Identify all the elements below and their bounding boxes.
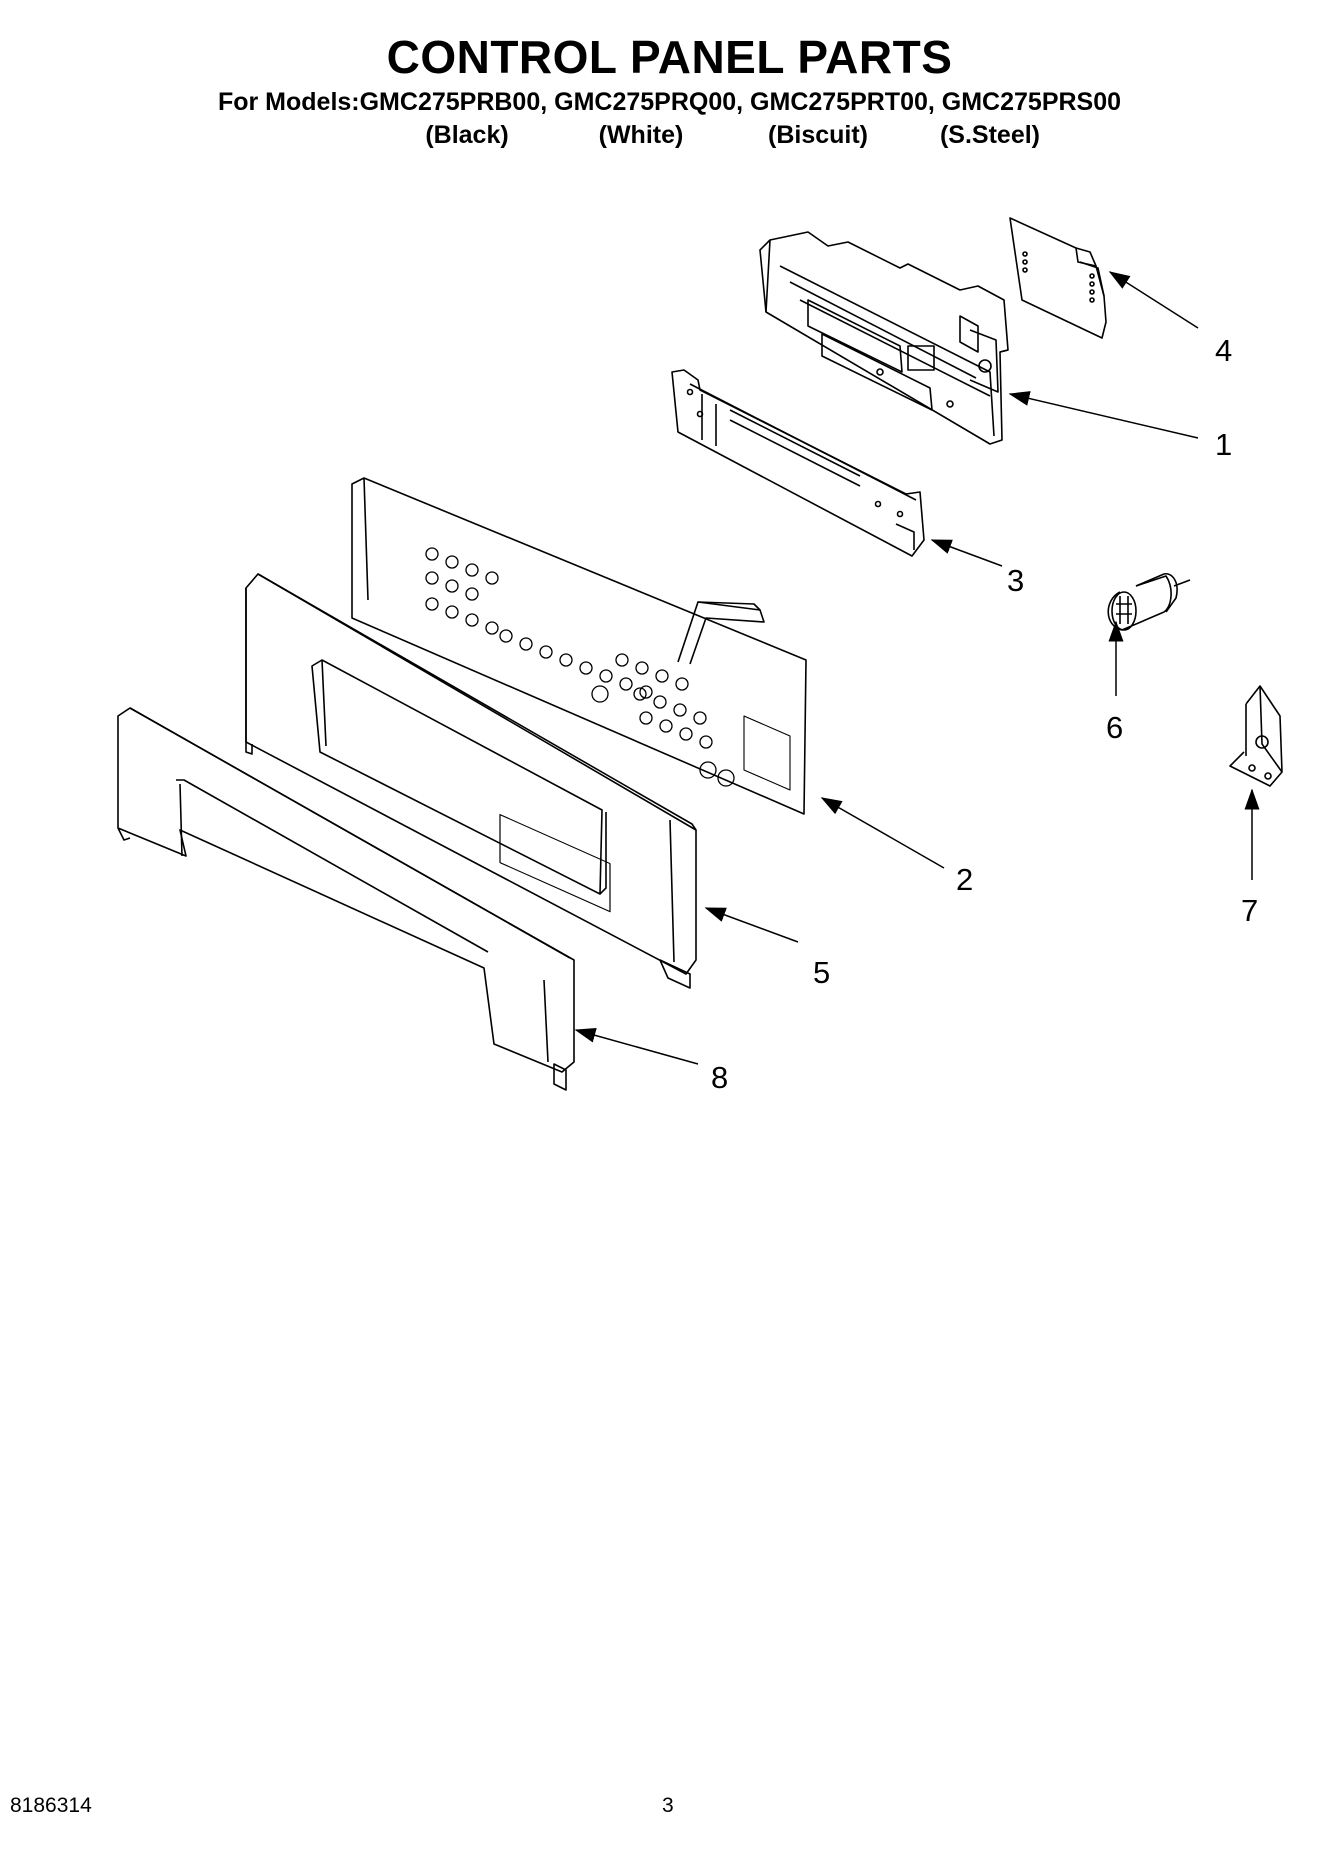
finish-biscuit: (Biscuit) bbox=[768, 121, 868, 149]
leader-lines bbox=[574, 271, 1260, 1065]
callout-6: 6 bbox=[1106, 710, 1124, 745]
part-8-lower-trim bbox=[117, 707, 575, 1091]
page-number: 3 bbox=[662, 1794, 674, 1817]
callout-3: 3 bbox=[1007, 563, 1025, 598]
document-number: 8186314 bbox=[10, 1794, 92, 1817]
callout-4: 4 bbox=[1215, 333, 1233, 368]
part-7-bracket bbox=[1229, 685, 1283, 787]
page-title: CONTROL PANEL PARTS bbox=[386, 31, 953, 83]
model-list: For Models:GMC275PRB00, GMC275PRQ00, GMC… bbox=[217, 88, 1122, 116]
callout-1: 1 bbox=[1215, 427, 1233, 462]
part-5-panel-trim bbox=[245, 573, 697, 989]
finish-ssteel: (S.Steel) bbox=[939, 121, 1041, 149]
callout-8: 8 bbox=[711, 1060, 729, 1095]
part-1-control-housing bbox=[759, 231, 1009, 445]
part-6-component bbox=[1107, 573, 1191, 631]
finish-white: (White) bbox=[598, 121, 684, 149]
callout-2: 2 bbox=[956, 862, 974, 897]
part-4-control-board bbox=[1009, 217, 1107, 339]
callout-5: 5 bbox=[813, 955, 831, 990]
finish-black: (Black) bbox=[425, 121, 509, 149]
callout-7: 7 bbox=[1241, 893, 1259, 928]
part-2-membrane-panel bbox=[351, 477, 807, 913]
part-3-mounting-plate bbox=[671, 369, 925, 557]
